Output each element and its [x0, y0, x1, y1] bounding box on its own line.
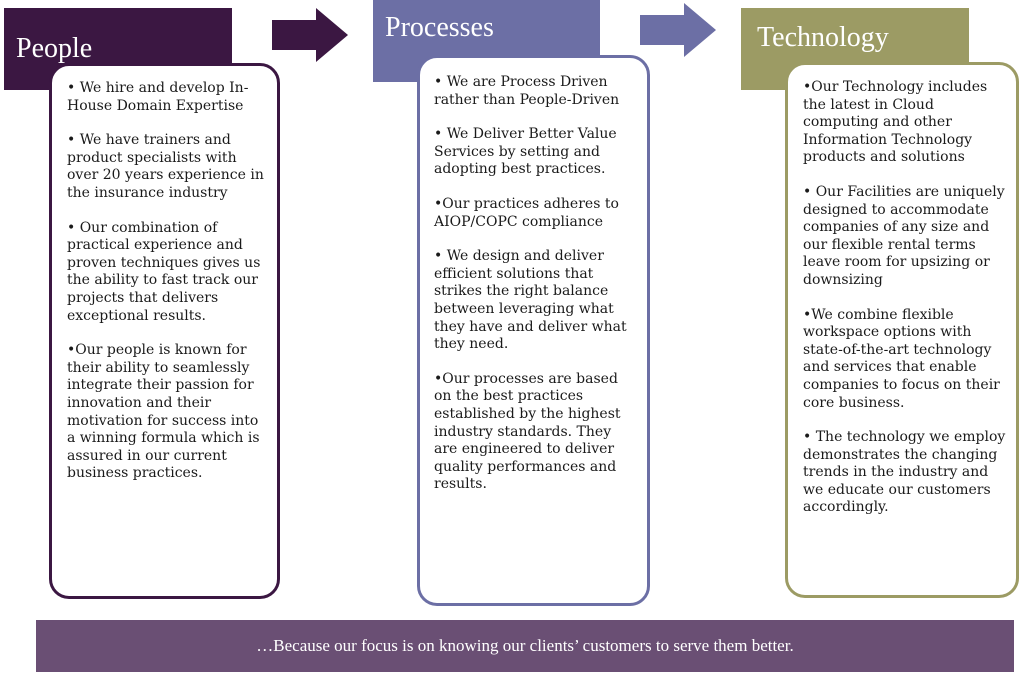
banner-text: …Because our focus is on knowing our cli… [256, 636, 794, 655]
list-item: • Our combination of practical experienc… [67, 219, 261, 324]
list-item: •Our people is known for their ability t… [67, 342, 260, 482]
people-card: • We hire and develop In-House Domain Ex… [49, 63, 280, 599]
bottom-banner: …Because our focus is on knowing our cli… [36, 620, 1014, 672]
list-item: • We are Process Driven rather than Peop… [434, 74, 620, 108]
list-item: •Our processes are based on the best pra… [434, 370, 621, 493]
arrow-processes-to-technology [640, 3, 716, 57]
list-item: • We design and deliver efficient soluti… [434, 248, 627, 353]
people-title: People [16, 33, 93, 64]
list-item: • We hire and develop In-House Domain Ex… [67, 80, 249, 114]
processes-title: Processes [385, 12, 494, 43]
list-item: •We combine flexible workspace options w… [803, 306, 1000, 411]
technology-list: •Our Technology includes the latest in C… [803, 79, 1008, 517]
people-list: • We hire and develop In-House Domain Ex… [67, 80, 267, 483]
technology-title: Technology [757, 22, 889, 53]
arrow-people-to-processes [272, 8, 348, 62]
list-item: •Our practices adheres to AIOP/COPC comp… [434, 195, 619, 230]
list-item: • We have trainers and product specialis… [67, 132, 264, 201]
technology-card: •Our Technology includes the latest in C… [785, 62, 1019, 598]
list-item: •Our Technology includes the latest in C… [803, 79, 988, 166]
processes-list: • We are Process Driven rather than Peop… [434, 74, 637, 494]
list-item: • The technology we employ demonstrates … [803, 429, 1006, 516]
processes-card: • We are Process Driven rather than Peop… [417, 55, 650, 606]
list-item: • We Deliver Better Value Services by se… [434, 126, 617, 178]
list-item: • Our Facilities are uniquely designed t… [803, 183, 1005, 288]
